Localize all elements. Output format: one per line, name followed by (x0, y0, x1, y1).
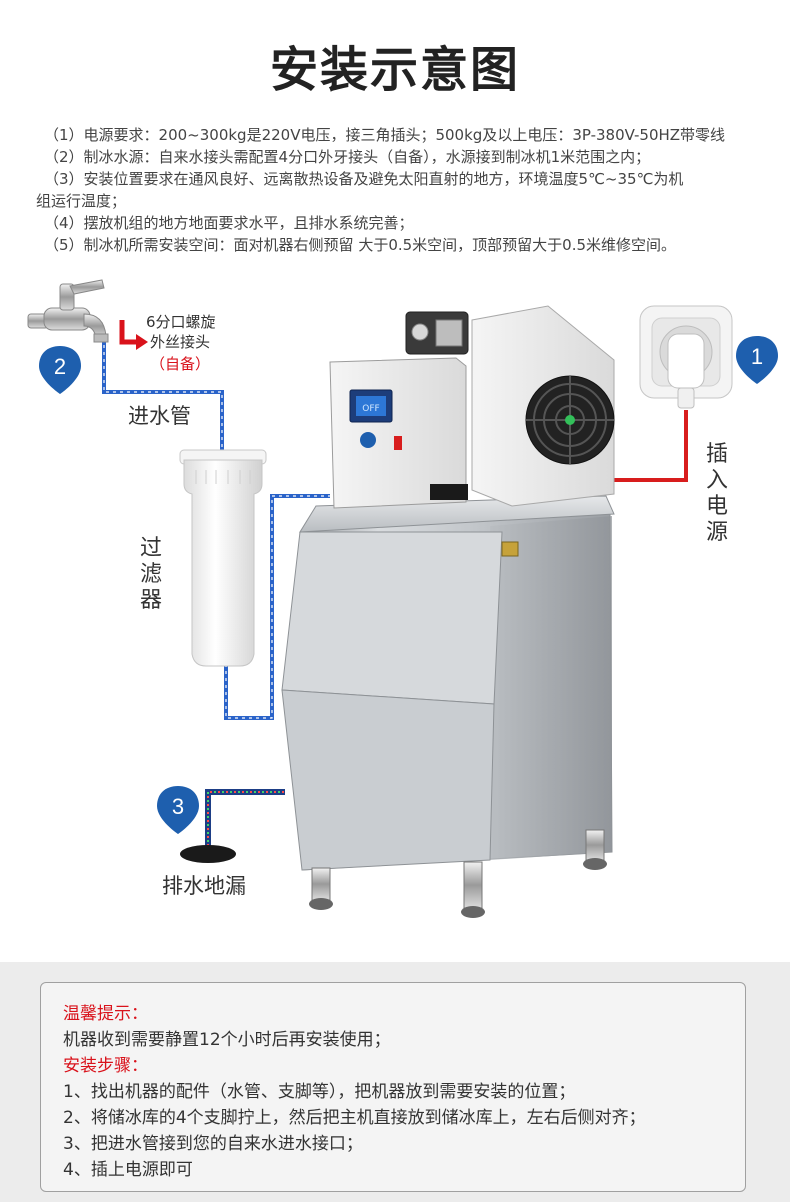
diagram-canvas: OFF 1 2 3 (27, 279, 778, 918)
floor-drain-icon (180, 845, 236, 863)
tips-header: 温馨提示： (63, 1004, 148, 1024)
tips-box: 温馨提示： 机器收到需要静置12个小时后再安装使用； 安装步骤： 1、找出机器的… (40, 982, 746, 1192)
faucet-icon (27, 279, 109, 343)
step-1: 1、找出机器的配件（水管、支脚等），把机器放到需要安装的位置； (63, 1082, 576, 1102)
requirements-list: （1）电源要求：200~300kg是220V电压，接三角插头；500kg及以上电… (36, 124, 774, 256)
pin-1-label: 1 (751, 344, 763, 369)
pin-1-icon (736, 336, 778, 384)
power-char-4: 源 (706, 520, 729, 545)
pin-3-label: 3 (172, 794, 184, 819)
requirement-5: （5）制冰机所需安装空间：面对机器右侧预留 大于0.5米空间，顶部预留大于0.5… (44, 236, 677, 254)
faucet-note-self: （自备） (150, 355, 211, 373)
power-cable (610, 410, 688, 482)
filter-label: 过 滤 器 (140, 536, 164, 614)
wall-socket-icon (639, 305, 733, 409)
requirement-3-continued: 组运行温度； (36, 192, 127, 210)
drain-label: 排水地漏 (162, 874, 246, 898)
page-title: 安装示意图 (269, 42, 520, 98)
power-label: 插 入 电 源 (706, 442, 730, 546)
installation-diagram: OFF 1 2 3 6分口螺旋 外丝接头 （自备） 进水管 过 滤 器 插 入 … (0, 270, 790, 960)
water-inlet-pipe (102, 338, 330, 720)
step-4: 4、插上电源即可 (63, 1160, 193, 1180)
pin-2-icon (39, 346, 81, 394)
requirement-1: （1）电源要求：200~300kg是220V电压，接三角插头；500kg及以上电… (44, 126, 726, 144)
arrow-icon (119, 320, 148, 350)
faucet-note-line2: 外丝接头 (150, 333, 211, 351)
requirement-2: （2）制冰水源：自来水接头需配置4分口外牙接头（自备），水源接到制冰机1米范围之… (44, 148, 651, 166)
tips-line-1: 机器收到需要静置12个小时后再安装使用； (63, 1030, 391, 1050)
power-char-2: 入 (706, 468, 729, 493)
requirement-3: （3）安装位置要求在通风良好、远离散热设备及避免太阳直射的地方，环境温度5℃~3… (44, 170, 684, 188)
filter-char-1: 过 (140, 536, 163, 561)
power-char-3: 电 (706, 494, 729, 519)
step-2: 2、将储冰库的4个支脚拧上，然后把主机直接放到储冰库上，左右后侧对齐； (63, 1108, 646, 1128)
requirement-4: （4）摆放机组的地方地面要求水平，且排水系统完善； (44, 214, 414, 232)
power-char-1: 插 (706, 442, 729, 467)
steps-header: 安装步骤： (63, 1056, 148, 1076)
water-filter-icon (179, 449, 267, 667)
filter-char-2: 滤 (140, 562, 163, 587)
display-text: OFF (362, 404, 379, 414)
filter-char-3: 器 (140, 588, 163, 613)
inlet-pipe-label: 进水管 (128, 404, 191, 428)
faucet-note-line1: 6分口螺旋 (146, 313, 216, 331)
pin-2-label: 2 (54, 354, 66, 379)
ice-machine-icon (281, 305, 615, 918)
pin-3-icon (157, 786, 199, 834)
drain-pipe (205, 789, 285, 850)
step-3: 3、把进水管接到您的自来水进水接口； (63, 1134, 363, 1154)
